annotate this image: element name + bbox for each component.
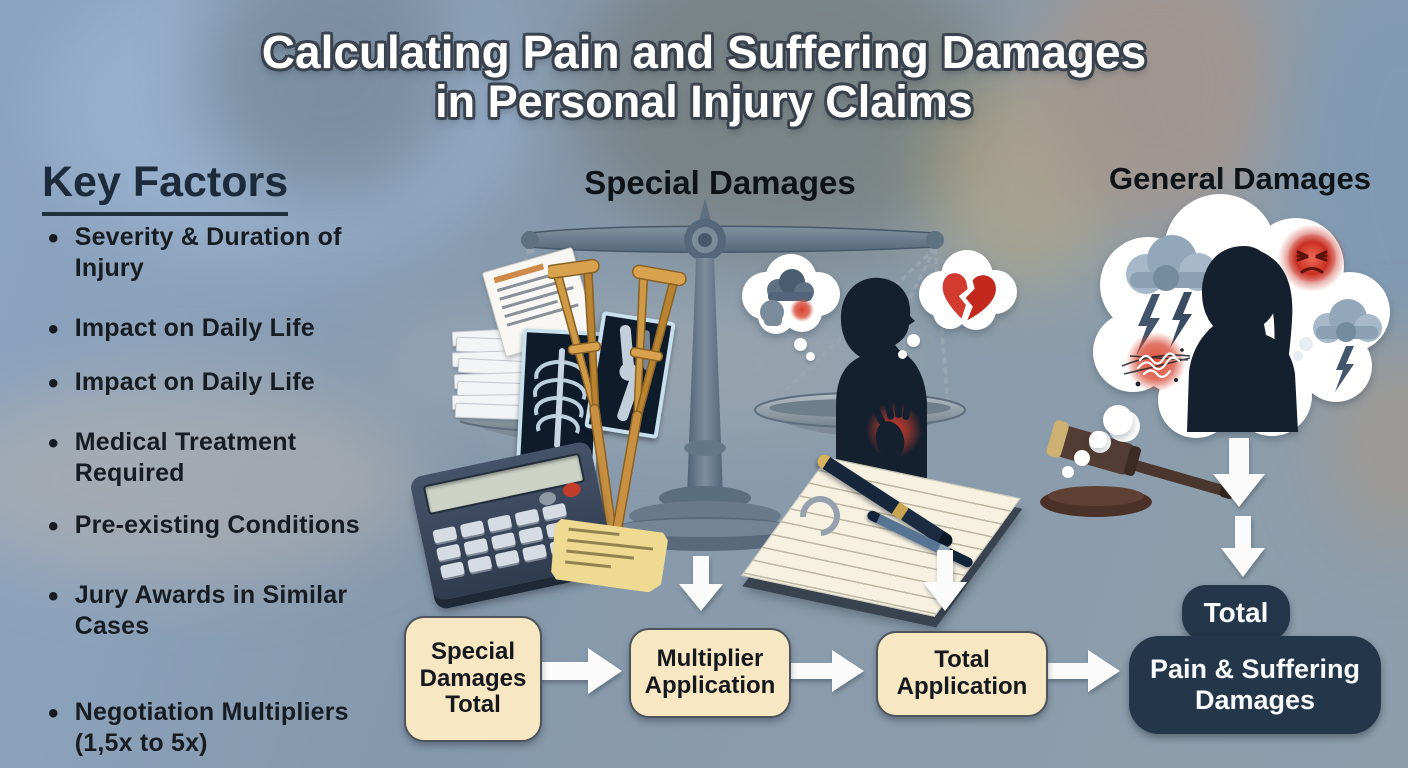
thought-trail-dot bbox=[907, 334, 920, 347]
angry-pain-face-icon bbox=[1278, 224, 1346, 292]
thought-trail-dot bbox=[898, 350, 907, 359]
flow-final-pain-suffering-damages: Pain & Suffering Damages bbox=[1129, 636, 1381, 734]
key-factor-item: Impact on Daily Life bbox=[44, 367, 400, 399]
arrow-down-icon bbox=[1221, 516, 1265, 577]
crutches-icon bbox=[548, 258, 687, 554]
key-factor-item: Impact on Daily Life bbox=[44, 313, 400, 345]
page-title-line1: Calculating Pain and Suffering Damages bbox=[261, 26, 1147, 78]
flow-step-total-application: Total Application bbox=[876, 631, 1048, 717]
key-factors-heading: Key Factors bbox=[42, 158, 289, 216]
arrow-right-icon bbox=[782, 650, 864, 692]
key-factor-item: Medical Treatment Required bbox=[44, 427, 400, 488]
thought-bubble-icon bbox=[742, 254, 840, 334]
key-factors-list: Severity & Duration of Injury Impact on … bbox=[44, 222, 400, 758]
flow-final-total-badge: Total bbox=[1182, 585, 1290, 641]
broken-heart-icon bbox=[942, 273, 996, 321]
lightning-bolt-icon bbox=[1170, 292, 1192, 348]
thought-trail-dot bbox=[1089, 431, 1107, 448]
injured-person-icon bbox=[836, 277, 927, 502]
page-title-line2: in Personal Injury Claims bbox=[435, 75, 973, 127]
key-factor-item: Jury Awards in Similar Cases bbox=[44, 580, 400, 641]
arrow-down-icon bbox=[1213, 438, 1265, 507]
thought-trail-dot bbox=[806, 352, 815, 361]
key-factor-item: Negotiation Multipliers (1,5x to 5x) bbox=[44, 697, 400, 758]
storm-cloud-icon bbox=[760, 269, 814, 326]
thought-trail-dot bbox=[1103, 405, 1133, 435]
bg-blur-bookshelf bbox=[580, 0, 1000, 260]
bg-blur-top-left bbox=[40, 0, 520, 260]
bg-blur-justice-silhouette bbox=[200, 0, 460, 200]
storm-cloud-icon bbox=[1293, 299, 1382, 392]
thought-trail-dot bbox=[794, 338, 807, 351]
arrow-right-icon bbox=[1038, 650, 1120, 692]
page-title: Calculating Pain and Suffering Damages i… bbox=[0, 26, 1408, 127]
thought-bubble-icon bbox=[919, 250, 1017, 330]
general-damages-heading: General Damages bbox=[1109, 161, 1371, 196]
lightning-bolt-icon bbox=[1335, 346, 1354, 392]
arrow-down-icon bbox=[923, 550, 967, 611]
bg-blur-right-mauve bbox=[1030, 0, 1290, 230]
special-damages-heading: Special Damages bbox=[584, 164, 856, 201]
arrow-right-icon bbox=[536, 648, 622, 694]
flow-step-multiplier-application: Multiplier Application bbox=[629, 628, 791, 718]
general-damages-cloud bbox=[1089, 194, 1390, 448]
key-factor-item: Severity & Duration of Injury bbox=[44, 222, 400, 283]
flow-step-special-damages-total: Special Damages Total bbox=[404, 616, 542, 742]
woman-silhouette-icon bbox=[1187, 246, 1298, 432]
arrow-down-icon bbox=[679, 556, 723, 611]
key-factor-item: Pre-existing Conditions bbox=[44, 510, 400, 542]
pain-scribble-icon bbox=[1121, 332, 1191, 392]
